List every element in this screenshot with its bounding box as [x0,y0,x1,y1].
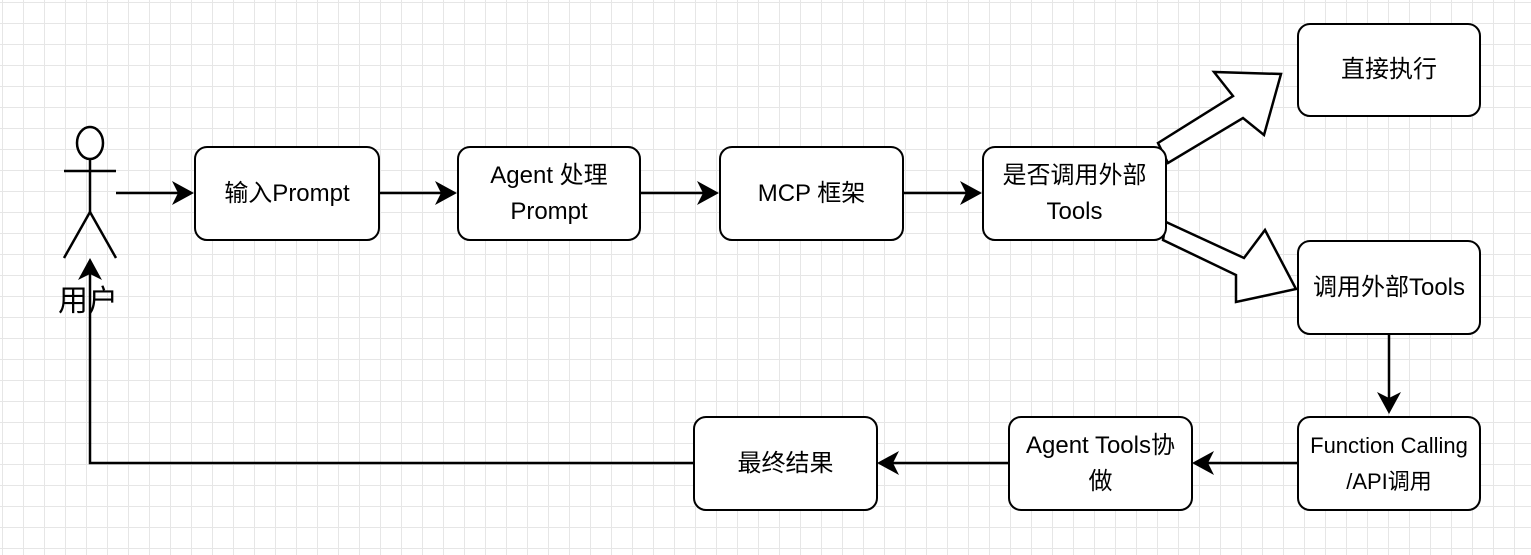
node-direct-execute-label: 直接执行 [1341,56,1437,83]
node-agent-process-label: Agent 处理 Prompt [490,161,608,225]
arrowhead-mcp-decision [960,181,982,205]
node-input-prompt-label: 输入Prompt [224,179,350,207]
node-direct-execute[interactable]: 直接执行 [1297,23,1481,117]
arrowhead-function-agenttools [1192,451,1214,475]
node-call-tools[interactable]: 调用外部Tools [1297,240,1481,335]
node-agent-tools[interactable]: Agent Tools协 做 [1008,416,1193,511]
arrowhead-final-user [78,258,102,280]
arrowhead-agent-mcp [697,181,719,205]
node-function-calling-label: Function Calling /API调用 [1310,432,1468,494]
node-agent-tools-label: Agent Tools协 做 [1026,431,1175,495]
node-call-tools-label: 调用外部Tools [1312,273,1466,301]
block-arrow-to-call-tools [1161,220,1298,304]
node-mcp-framework[interactable]: MCP 框架 [719,146,904,241]
arrowhead-user-input [172,181,194,205]
node-decision[interactable]: 是否调用外部 Tools [982,146,1167,241]
arrowhead-input-agent [435,181,457,205]
node-final-result-label: 最终结果 [737,449,834,477]
node-mcp-framework-label: MCP 框架 [757,179,866,207]
block-arrow-to-direct-execute [1156,70,1283,165]
user-actor-label: 用户 [58,284,118,319]
user-actor-icon [62,125,118,259]
arrow-heads [78,181,1401,475]
node-final-result[interactable]: 最终结果 [693,416,878,511]
arrowhead-agenttools-final [877,451,899,475]
node-decision-label: 是否调用外部 Tools [1002,161,1147,225]
node-agent-process[interactable]: Agent 处理 Prompt [457,146,641,241]
arrowhead-calltools-function [1377,392,1401,414]
node-function-calling[interactable]: Function Calling /API调用 [1297,416,1481,511]
node-input-prompt[interactable]: 输入Prompt [194,146,380,241]
